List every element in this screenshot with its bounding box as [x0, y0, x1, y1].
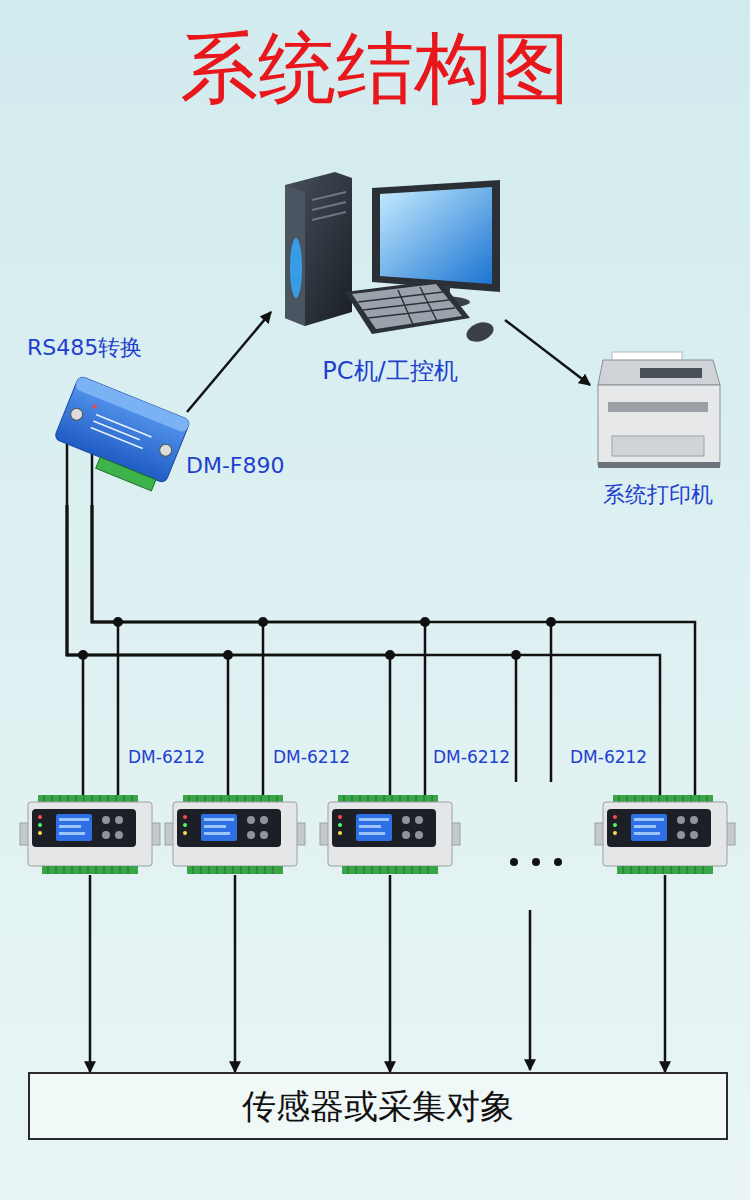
arrow-connector	[187, 312, 271, 412]
target-label: 传感器或采集对象	[242, 1086, 514, 1127]
paper-tray	[612, 436, 704, 456]
printer-panel	[640, 368, 702, 378]
dot	[532, 858, 540, 866]
keyboard	[345, 280, 470, 334]
arrow-connector	[664, 875, 667, 1072]
arrow-connector	[389, 875, 392, 1072]
model-label: DM-F890	[186, 453, 285, 479]
converter-picture	[49, 375, 190, 494]
module-label: DM-6212	[433, 747, 510, 767]
tower-light	[290, 238, 302, 298]
screw	[158, 442, 174, 458]
target-box: 传感器或采集对象	[28, 1072, 728, 1140]
printer-box: 系统打印机	[590, 350, 725, 470]
converter-marking	[91, 414, 152, 449]
converter-top	[74, 375, 191, 433]
key-grid	[358, 287, 455, 327]
junction-dots	[78, 617, 556, 660]
terminal-block	[96, 457, 156, 491]
monitor	[372, 180, 500, 292]
arrow-connector	[89, 875, 92, 1072]
module-box: DM-6212	[165, 795, 305, 875]
printer-picture	[598, 352, 720, 468]
converter-box: RS485转换DM-F890	[55, 367, 187, 505]
screw	[69, 406, 85, 422]
bus-wire	[67, 505, 263, 795]
module-box: DM-6212	[320, 795, 460, 875]
dot	[554, 858, 562, 866]
dot	[510, 858, 518, 866]
module-picture	[20, 795, 160, 874]
keyboard-keys	[352, 284, 462, 329]
converter-label: RS485转换	[27, 335, 142, 361]
pc-picture	[285, 172, 500, 345]
mouse	[464, 319, 496, 345]
module-box: DM-6212	[595, 795, 735, 875]
arrow-connector	[505, 320, 590, 385]
module-picture	[320, 795, 460, 874]
printer-base	[598, 462, 720, 468]
module-picture	[595, 795, 735, 874]
printer-body	[598, 385, 720, 465]
down-arrow	[529, 910, 532, 1070]
led	[92, 404, 97, 409]
ellipsis-dots	[510, 858, 562, 866]
module-label: DM-6212	[273, 747, 350, 767]
monitor-screen	[380, 187, 492, 284]
tower-front	[285, 185, 305, 326]
module-label: DM-6212	[570, 747, 647, 767]
module-box: DM-6212	[20, 795, 160, 875]
printer-label: 系统打印机	[603, 482, 713, 508]
pc-box: PC机/工控机	[275, 152, 505, 347]
drive-bays	[312, 192, 346, 220]
bus-wire	[67, 505, 695, 795]
bus-wire	[67, 505, 425, 795]
pc-tower	[285, 172, 352, 326]
diagram-title: 系统结构图	[0, 22, 750, 116]
pc-label: PC机/工控机	[322, 357, 457, 386]
printer-top	[598, 360, 720, 385]
paper-slot	[608, 402, 708, 412]
bus-drop	[516, 622, 551, 782]
module-picture	[165, 795, 305, 874]
arrow-connector	[234, 875, 237, 1072]
module-label: DM-6212	[128, 747, 205, 767]
